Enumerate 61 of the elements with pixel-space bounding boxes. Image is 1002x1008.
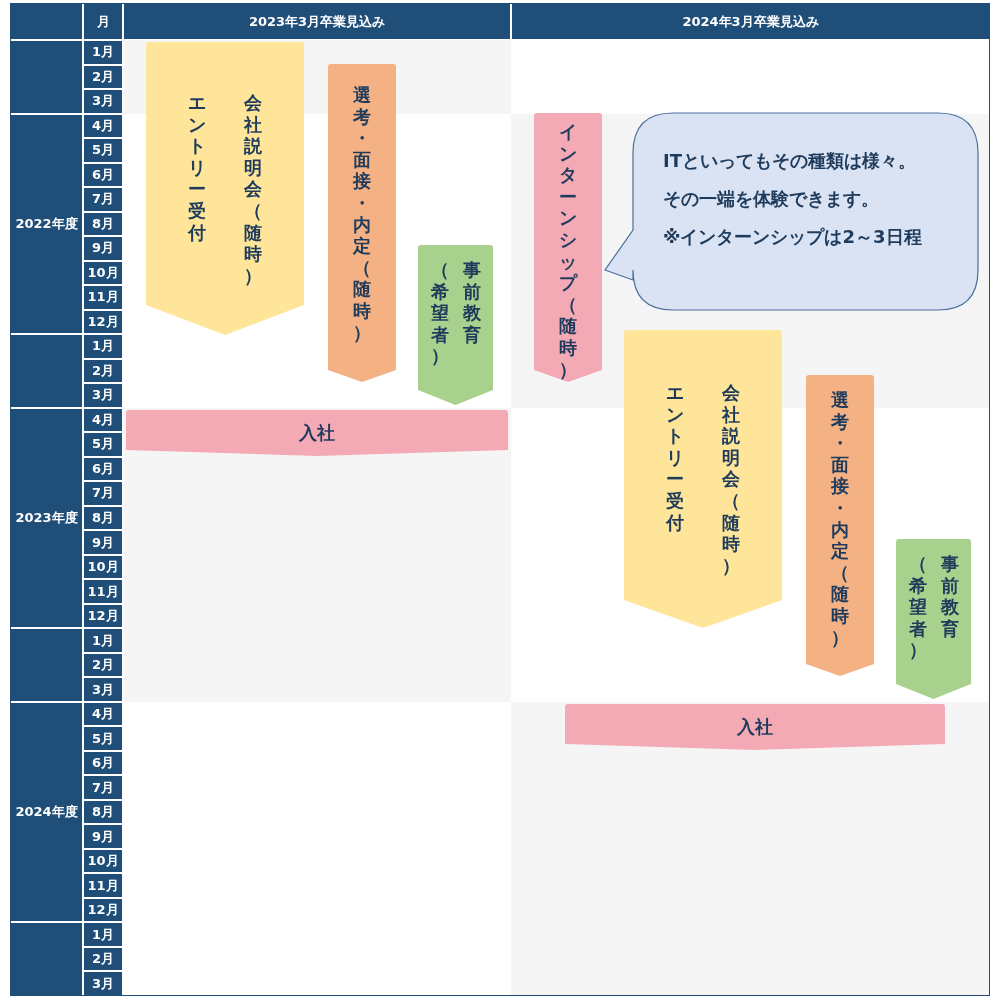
month-cell: 3月 [83,677,123,702]
header-cell: 2023年3月卒業見込み [123,3,511,40]
vertical-label: 事前教育 [462,259,481,346]
month-cell: 1月 [83,922,123,947]
banner-label: 入社 [299,421,335,445]
month-cell: 9月 [83,236,123,261]
month-cell: 7月 [83,481,123,506]
month-cell: 3月 [83,383,123,408]
month-cell: 4月 [83,113,123,139]
month-cell: 9月 [83,530,123,555]
month-cell: 12月 [83,309,123,335]
month-cell: 12月 [83,897,123,923]
vertical-label: エントリー受付 [188,92,206,244]
month-cell: 8月 [83,211,123,237]
month-cell: 1月 [83,40,123,65]
month-cell: 6月 [83,162,123,188]
month-cell: 6月 [83,750,123,776]
fiscal-year-cell: 2022年度 [10,113,83,335]
month-cell: 10月 [83,260,123,286]
vertical-label: エントリー受付 [666,382,684,534]
month-cell: 4月 [83,407,123,433]
fiscal-year-cell: 2024年度 [10,701,83,923]
month-cell: 3月 [83,89,123,114]
month-cell: 11月 [83,579,123,604]
month-cell: 10月 [83,554,123,580]
month-cell: 5月 [83,138,123,163]
month-cell: 7月 [83,187,123,212]
vertical-label: 会社説明会（随時） [722,382,740,577]
vertical-label: インターンシップ（随時） [559,121,577,381]
month-cell: 3月 [83,971,123,996]
month-cell: 2月 [83,946,123,972]
vertical-label: 事前教育 [940,553,959,640]
month-cell: 12月 [83,603,123,629]
month-cell: 1月 [83,334,123,359]
callout-text: ITといってもその種類は様々。 [663,149,916,173]
month-cell: 6月 [83,456,123,482]
month-cell: 4月 [83,701,123,727]
month-cell: 5月 [83,432,123,457]
month-cell: 2月 [83,64,123,89]
month-cell: 9月 [83,824,123,849]
month-cell: 8月 [83,505,123,531]
month-cell: 2月 [83,652,123,678]
month-cell: 11月 [83,285,123,310]
header-cell: 2024年3月卒業見込み [511,3,990,40]
month-cell: 8月 [83,799,123,825]
month-cell: 5月 [83,726,123,751]
vertical-label: （希望者） [430,259,449,367]
vertical-label: （希望者） [908,553,927,661]
vertical-label: 選考・面接・内定（随時） [831,389,849,649]
month-cell: 7月 [83,775,123,800]
month-cell: 1月 [83,628,123,653]
month-cell: 2月 [83,358,123,384]
vertical-label: 会社説明会（随時） [244,92,262,287]
fiscal-year-cell: 2023年度 [10,407,83,629]
callout-text: その一端を体験できます。 [663,187,879,211]
banner-label: 入社 [737,715,773,739]
vertical-label: 選考・面接・内定（随時） [353,84,371,344]
header-cell: 月 [83,3,123,40]
month-cell: 10月 [83,848,123,874]
month-cell: 11月 [83,873,123,898]
callout-text: ※インターンシップは2～3日程 [663,225,922,249]
